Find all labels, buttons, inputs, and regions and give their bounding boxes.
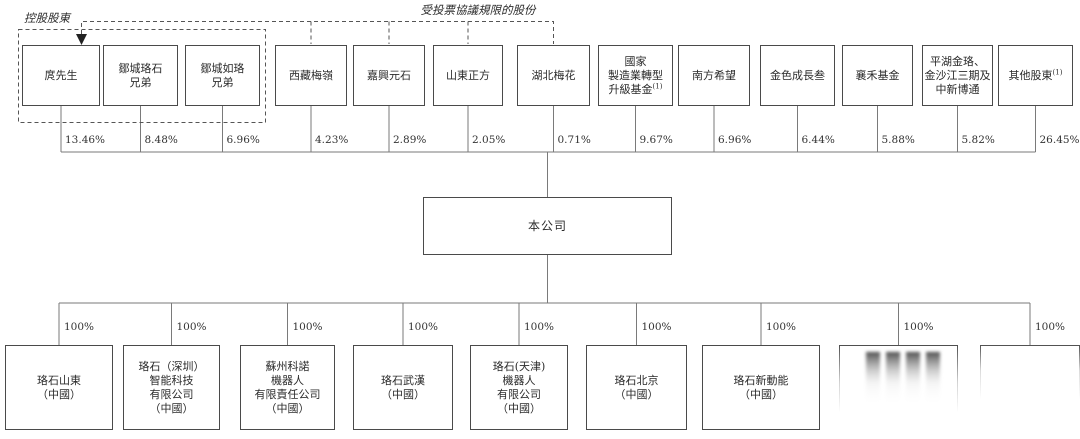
box-text-line: 鄒城如珞 xyxy=(200,61,245,75)
box-text-line: 珞石北京 xyxy=(614,373,659,387)
box-text-line: 機器人 xyxy=(502,373,536,387)
ownership-percentage: 100% xyxy=(1035,321,1066,333)
subsidiary-box: 珞石北京（中國） xyxy=(586,345,687,430)
blur-streak xyxy=(886,352,900,404)
box-text-line: 平湖金珞、 xyxy=(930,54,985,68)
ownership-percentage: 4.23% xyxy=(315,134,349,146)
box-text-line: 西藏梅嶺 xyxy=(289,68,333,82)
footnote-marker: (1) xyxy=(652,81,663,90)
solid-connector-lines xyxy=(58,106,1036,345)
box-text-line: 有限責任公司 xyxy=(254,387,321,401)
box-text-line: 升級基金(1) xyxy=(608,81,663,96)
box-text-line: 珞石(天津) xyxy=(492,359,546,373)
blur-streak xyxy=(866,352,880,404)
subsidiary-box: 珞石武漢（中國） xyxy=(353,345,453,430)
box-text-line: 湖北梅花 xyxy=(531,68,576,82)
box-text-line: 南方希望 xyxy=(692,68,736,82)
shareholder-box: 嘉興元石 xyxy=(353,45,425,106)
shareholder-box: 庹先生 xyxy=(22,45,100,106)
box-text-line: （中國） xyxy=(614,387,659,401)
subsidiary-box: 珞石（深圳）智能科技有限公司（中國） xyxy=(123,345,220,430)
box-text-line: 金色成長叁 xyxy=(770,68,825,82)
ownership-percentage: 13.46% xyxy=(65,134,106,146)
box-text-line: 金沙江三期及 xyxy=(924,68,991,82)
shareholder-box: 湖北梅花 xyxy=(517,45,590,106)
shareholder-box: 鄒城如珞兄弟 xyxy=(185,45,260,106)
ownership-percentage: 100% xyxy=(408,321,439,333)
box-text-line: 有限公司 xyxy=(149,387,194,401)
ownership-percentage: 100% xyxy=(292,321,323,333)
shareholder-box: 國家製造業轉型升級基金(1) xyxy=(598,45,673,106)
ownership-percentage: 100% xyxy=(641,321,672,333)
footnote-marker: (1) xyxy=(1052,67,1063,76)
box-text-line: 鄒城珞石 xyxy=(118,61,163,75)
shareholder-box: 西藏梅嶺 xyxy=(275,45,347,106)
box-text-line: 中新博通 xyxy=(935,82,980,96)
box-text-line: 山東正方 xyxy=(446,68,490,82)
ownership-percentage: 5.88% xyxy=(881,134,915,146)
ownership-percentage: 26.45% xyxy=(1039,134,1080,146)
shareholder-box: 鄒城珞石兄弟 xyxy=(103,45,178,106)
subsidiary-box: 蘇州科諾機器人有限責任公司（中國） xyxy=(240,345,335,430)
shareholder-box: 平湖金珞、金沙江三期及中新博通 xyxy=(922,45,993,106)
ownership-percentage: 2.05% xyxy=(472,134,506,146)
box-text-line: 珞石武漢 xyxy=(381,373,425,387)
ownership-percentage: 6.44% xyxy=(801,134,835,146)
ownership-percentage: 100% xyxy=(903,321,934,333)
company-box: 本公司 xyxy=(423,197,672,255)
box-text-line: 有限公司 xyxy=(497,387,541,401)
box-text-line: （中國） xyxy=(497,401,541,415)
ownership-percentage: 6.96% xyxy=(226,134,260,146)
ownership-percentage: 100% xyxy=(766,321,797,333)
box-text-line: 機器人 xyxy=(271,373,304,387)
shareholder-box: 其他股東(1) xyxy=(998,45,1073,106)
blur-streak xyxy=(906,352,920,404)
shareholder-box: 山東正方 xyxy=(433,45,503,106)
box-text-line: 嘉興元石 xyxy=(367,68,411,82)
dashed-voting-bracket xyxy=(81,21,554,44)
box-text-line: 庹先生 xyxy=(44,68,78,82)
shareholder-box: 南方希望 xyxy=(678,45,750,106)
ownership-percentage: 100% xyxy=(64,321,95,333)
box-text-line: （中國） xyxy=(381,387,425,401)
box-text-line: 珞石山東 xyxy=(37,373,81,387)
ownership-percentage: 0.71% xyxy=(557,134,591,146)
subsidiary-box: 珞石新動能（中國） xyxy=(702,345,820,430)
ownership-percentage: 100% xyxy=(524,321,555,333)
box-text-line: 智能科技 xyxy=(149,373,194,387)
blurred-illegible-text xyxy=(866,352,940,404)
down-arrow-icon xyxy=(76,34,87,45)
box-text-line: 製造業轉型 xyxy=(608,68,663,82)
ownership-percentage: 5.82% xyxy=(961,134,995,146)
blur-streak xyxy=(926,352,940,404)
box-text-line: 襄禾基金 xyxy=(855,68,900,82)
ownership-percentage: 6.96% xyxy=(718,134,752,146)
box-text-line: 珞石（深圳） xyxy=(138,359,205,373)
box-text-line: （中國） xyxy=(37,387,81,401)
dashed-controlling-group-outline xyxy=(18,29,266,123)
controlling-shareholders-label: 控股股東 xyxy=(24,11,70,25)
subsidiary-box-faded xyxy=(980,345,1080,430)
box-text-line: 兄弟 xyxy=(129,75,152,89)
shareholder-box: 襄禾基金 xyxy=(842,45,913,106)
ownership-percentage: 8.48% xyxy=(144,134,178,146)
box-text-line: （中國） xyxy=(265,401,310,415)
box-text-line: 兄弟 xyxy=(211,75,234,89)
box-text-line: 蘇州科諾 xyxy=(265,359,310,373)
shareholder-box: 金色成長叁 xyxy=(760,45,835,106)
voting-agreement-label: 受投票協議規限的股份 xyxy=(420,3,536,17)
box-text-line: 國家 xyxy=(624,54,647,68)
box-text-line: 珞石新動能 xyxy=(733,373,789,387)
subsidiary-box: 珞石山東（中國） xyxy=(5,345,113,430)
ownership-percentage: 9.67% xyxy=(639,134,673,146)
box-text-line: 其他股東(1) xyxy=(1008,67,1063,82)
box-text-line: （中國） xyxy=(149,401,194,415)
ownership-percentage: 100% xyxy=(176,321,207,333)
subsidiary-box: 珞石(天津)機器人有限公司（中國） xyxy=(470,345,568,430)
box-text-line: （中國） xyxy=(739,387,783,401)
ownership-percentage: 2.89% xyxy=(393,134,427,146)
